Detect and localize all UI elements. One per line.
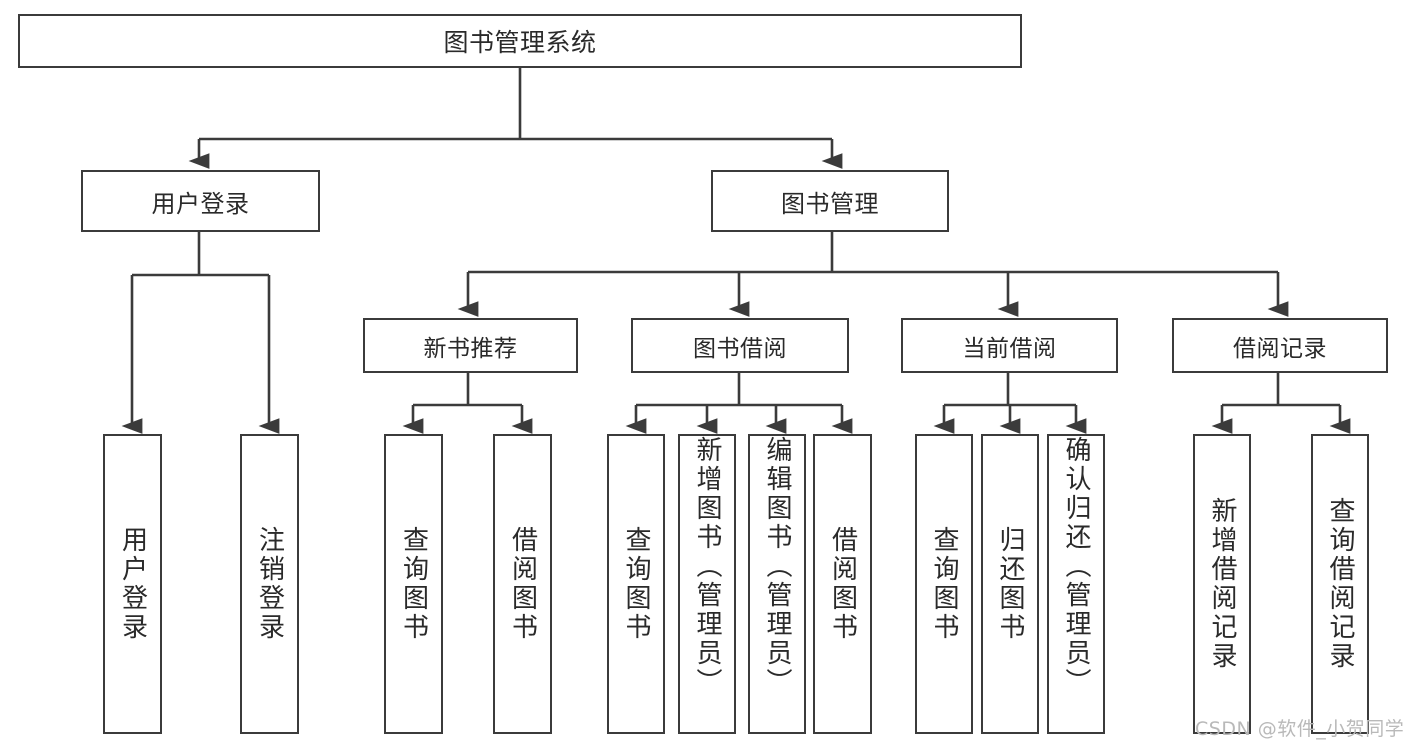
node-leaf-borrow-book-2-label: 借阅图书 xyxy=(827,526,858,642)
node-borrow-record-label: 借阅记录 xyxy=(1233,335,1327,362)
node-leaf-confirm-return-admin[interactable]: 确认归还（管理员） xyxy=(1047,434,1105,734)
node-leaf-add-borrow-record-label: 新增借阅记录 xyxy=(1207,497,1237,671)
node-leaf-confirm-return-admin-label: 确认归还（管理员） xyxy=(1061,436,1091,697)
node-leaf-borrow-book-2[interactable]: 借阅图书 xyxy=(813,434,872,734)
watermark-text: CSDN @软件_小贺同学 xyxy=(1195,718,1405,740)
node-borrow-record[interactable]: 借阅记录 xyxy=(1172,318,1388,373)
node-new-book-recommend[interactable]: 新书推荐 xyxy=(363,318,578,373)
node-leaf-query-borrow-record[interactable]: 查询借阅记录 xyxy=(1311,434,1369,734)
node-leaf-return-book-label: 归还图书 xyxy=(995,526,1025,642)
node-leaf-add-book-admin[interactable]: 新增图书（管理员） xyxy=(678,434,736,734)
node-leaf-query-book-3-label: 查询图书 xyxy=(929,526,959,642)
node-leaf-add-borrow-record[interactable]: 新增借阅记录 xyxy=(1193,434,1251,734)
node-leaf-edit-book-admin[interactable]: 编辑图书（管理员） xyxy=(748,434,806,734)
node-leaf-query-borrow-record-label: 查询借阅记录 xyxy=(1325,497,1355,671)
node-user-login-label: 用户登录 xyxy=(151,189,250,218)
node-root[interactable]: 图书管理系统 xyxy=(18,14,1022,68)
node-root-label: 图书管理系统 xyxy=(443,28,597,57)
node-leaf-add-book-admin-label: 新增图书（管理员） xyxy=(692,436,722,697)
node-leaf-logout-login[interactable]: 注销登录 xyxy=(240,434,299,734)
node-leaf-user-login[interactable]: 用户登录 xyxy=(103,434,162,734)
node-leaf-logout-login-label: 注销登录 xyxy=(254,526,285,642)
node-leaf-query-book-2-label: 查询图书 xyxy=(621,526,651,642)
node-leaf-user-login-label: 用户登录 xyxy=(117,526,148,642)
node-leaf-edit-book-admin-label: 编辑图书（管理员） xyxy=(762,436,792,697)
node-new-book-recommend-label: 新书推荐 xyxy=(423,335,518,362)
node-book-management-label: 图书管理 xyxy=(781,189,879,218)
node-leaf-borrow-book-1-label: 借阅图书 xyxy=(507,526,538,642)
node-leaf-query-book-1-label: 查询图书 xyxy=(398,526,429,642)
node-user-login[interactable]: 用户登录 xyxy=(81,170,320,232)
node-book-borrow[interactable]: 图书借阅 xyxy=(631,318,849,373)
node-current-borrow-label: 当前借阅 xyxy=(962,335,1057,362)
node-book-borrow-label: 图书借阅 xyxy=(693,335,787,362)
node-leaf-borrow-book-1[interactable]: 借阅图书 xyxy=(493,434,552,734)
node-leaf-query-book-2[interactable]: 查询图书 xyxy=(607,434,665,734)
node-leaf-return-book[interactable]: 归还图书 xyxy=(981,434,1039,734)
node-leaf-query-book-1[interactable]: 查询图书 xyxy=(384,434,443,734)
node-book-management[interactable]: 图书管理 xyxy=(711,170,949,232)
node-leaf-query-book-3[interactable]: 查询图书 xyxy=(915,434,973,734)
node-current-borrow[interactable]: 当前借阅 xyxy=(901,318,1118,373)
